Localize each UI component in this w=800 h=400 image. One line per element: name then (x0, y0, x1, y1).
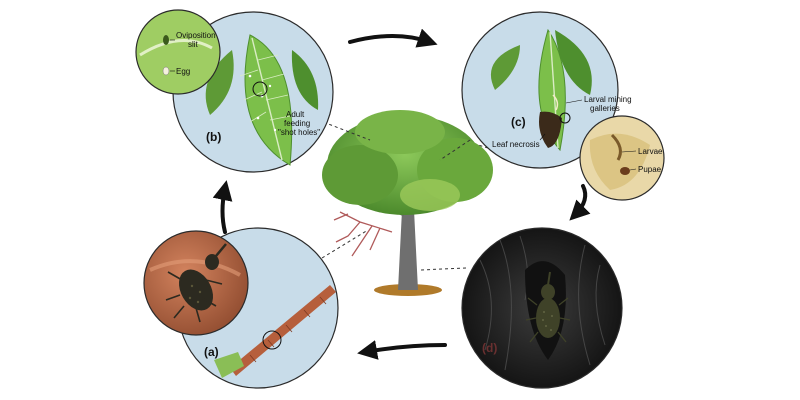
leaf-icon (205, 34, 319, 166)
oviposition-label-2: slit (188, 40, 199, 49)
cycle-arrow-icon (212, 28, 591, 360)
feeding-label-1: Adult (286, 110, 305, 119)
arrow-c-to-d (569, 184, 591, 221)
oviposition-label-1: Oviposition (176, 31, 216, 40)
feeding-label-2: feeding (284, 119, 310, 128)
twig (230, 285, 336, 376)
arrow-d-to-a (357, 340, 447, 360)
feeding-label-3: "shot holes" (278, 128, 320, 137)
leader-lines (317, 119, 489, 271)
leaf-icon (490, 28, 592, 152)
leaf-necrosis-area (539, 111, 562, 148)
pupae-label: Pupae (638, 165, 662, 174)
central-tree (322, 110, 493, 296)
panel-c-label: (c) (511, 115, 526, 129)
arrow-b-to-c (348, 28, 438, 48)
larva-icon (610, 133, 622, 161)
panel-c: Larval mining galleries Leaf necrosis (c… (461, 11, 665, 201)
galleries-label-2: galleries (590, 104, 620, 113)
twig-buds (249, 296, 327, 363)
larvae-label: Larvae (638, 147, 663, 156)
arrow-a-to-b (212, 180, 233, 234)
twig-leaf-bud (214, 352, 244, 378)
panel-d: (d) (461, 227, 623, 389)
panel-b-label: (b) (206, 130, 221, 144)
oviposition-slit (163, 35, 169, 45)
magnify-ring (252, 81, 268, 97)
weevil-icon (165, 243, 227, 323)
weevil-icon (525, 271, 571, 343)
oviposition-inset (135, 9, 221, 95)
magnify-ring (262, 330, 282, 350)
panel-a: (a) (143, 227, 339, 389)
egg-label: Egg (176, 67, 190, 76)
necrosis-label: Leaf necrosis (492, 140, 540, 149)
mining-gallery (552, 94, 559, 111)
panel-b: Oviposition slit Egg Adult feeding "shot… (135, 9, 334, 173)
pupa-icon (620, 167, 630, 175)
egg-icon (162, 66, 170, 76)
tree-canopy (322, 110, 493, 215)
panel-a-label: (a) (204, 345, 219, 359)
dead-branches (333, 211, 393, 257)
panel-d-label: (d) (482, 341, 497, 355)
galleries-label-1: Larval mining (584, 95, 632, 104)
